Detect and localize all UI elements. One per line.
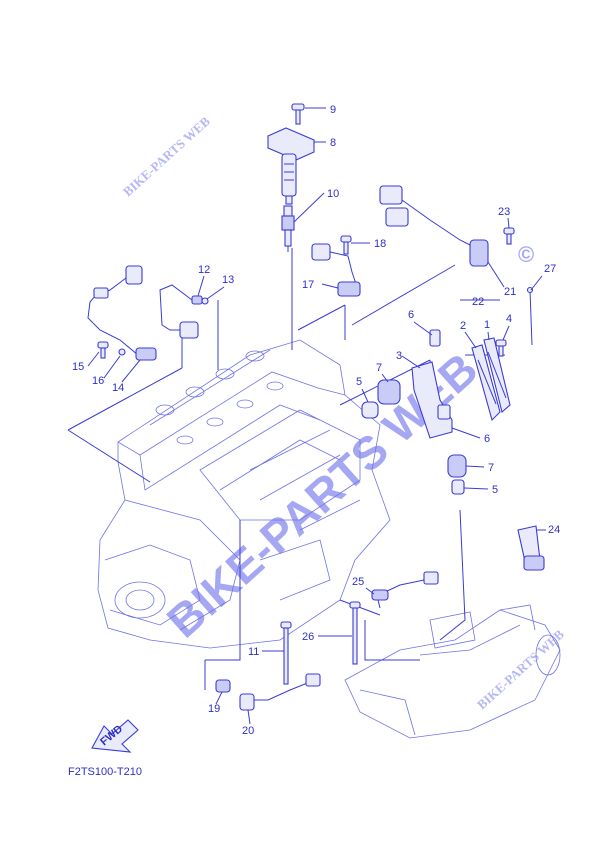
- callout-21: 21: [504, 286, 516, 298]
- callout-24: 24: [548, 524, 560, 536]
- callout-11: 11: [248, 646, 259, 658]
- rod-27: [526, 286, 534, 346]
- callout-4: 4: [506, 313, 512, 325]
- ignition-coil-8: [267, 127, 315, 205]
- belt-2: [471, 337, 511, 422]
- callout-26: 26: [302, 631, 314, 643]
- callout-7a: 7: [376, 362, 382, 374]
- callout-25: 25: [352, 576, 364, 588]
- callout-10: 10: [327, 188, 339, 200]
- callout-7b: 7: [488, 462, 494, 474]
- callout-14: 14: [112, 382, 124, 394]
- callout-1: 1: [484, 319, 490, 331]
- sensor-17: [311, 243, 361, 297]
- callouts: 9 8 10 18 17 12 13 23 21 27 22 2 1 4 6 3…: [72, 104, 560, 737]
- callout-5a: 5: [356, 376, 362, 388]
- sensor-25: [371, 571, 439, 609]
- spark-plug-10: [281, 205, 295, 252]
- callout-13: 13: [222, 274, 234, 286]
- callout-20: 20: [242, 725, 254, 737]
- callout-27: 27: [544, 263, 556, 275]
- callout-2: 2: [460, 320, 466, 332]
- callout-15: 15: [72, 361, 84, 373]
- engine-block: [97, 339, 391, 649]
- bolt-11: [280, 621, 292, 685]
- callout-8: 8: [330, 137, 336, 149]
- exhaust-manifold: [344, 604, 561, 739]
- bolt-4: [495, 339, 507, 357]
- callout-22: 22: [472, 296, 484, 308]
- callout-23: 23: [498, 206, 510, 218]
- callout-5b: 5: [492, 484, 498, 496]
- leader-lines: [67, 248, 505, 690]
- callout-17: 17: [302, 279, 314, 291]
- diagram-code: F2TS100-T210: [68, 766, 142, 778]
- callout-18: 18: [374, 238, 386, 250]
- callout-12: 12: [198, 264, 210, 276]
- grommet-7b: [447, 454, 467, 495]
- forward-arrow-icon: FWD: [91, 719, 139, 753]
- grommet-7: [361, 379, 401, 419]
- callout-16: 16: [92, 375, 104, 387]
- watermark-top-left: BIKE-PARTS WEB: [120, 113, 213, 199]
- sensor-12: [159, 284, 209, 339]
- bolt-9: [291, 103, 305, 125]
- callout-9: 9: [330, 104, 336, 116]
- harness-21: [379, 185, 515, 267]
- bracket-3: [411, 329, 453, 439]
- watermark-copyright: ©: [518, 242, 534, 267]
- bolt-18: [340, 235, 352, 255]
- sensor-20: [215, 673, 321, 711]
- callout-6a: 6: [408, 309, 414, 321]
- sensor-14: [87, 265, 157, 361]
- callout-19: 19: [208, 703, 220, 715]
- connector-24: [517, 525, 545, 571]
- callout-3: 3: [396, 350, 402, 362]
- bolt-26: [349, 601, 361, 665]
- callout-6b: 6: [484, 433, 490, 445]
